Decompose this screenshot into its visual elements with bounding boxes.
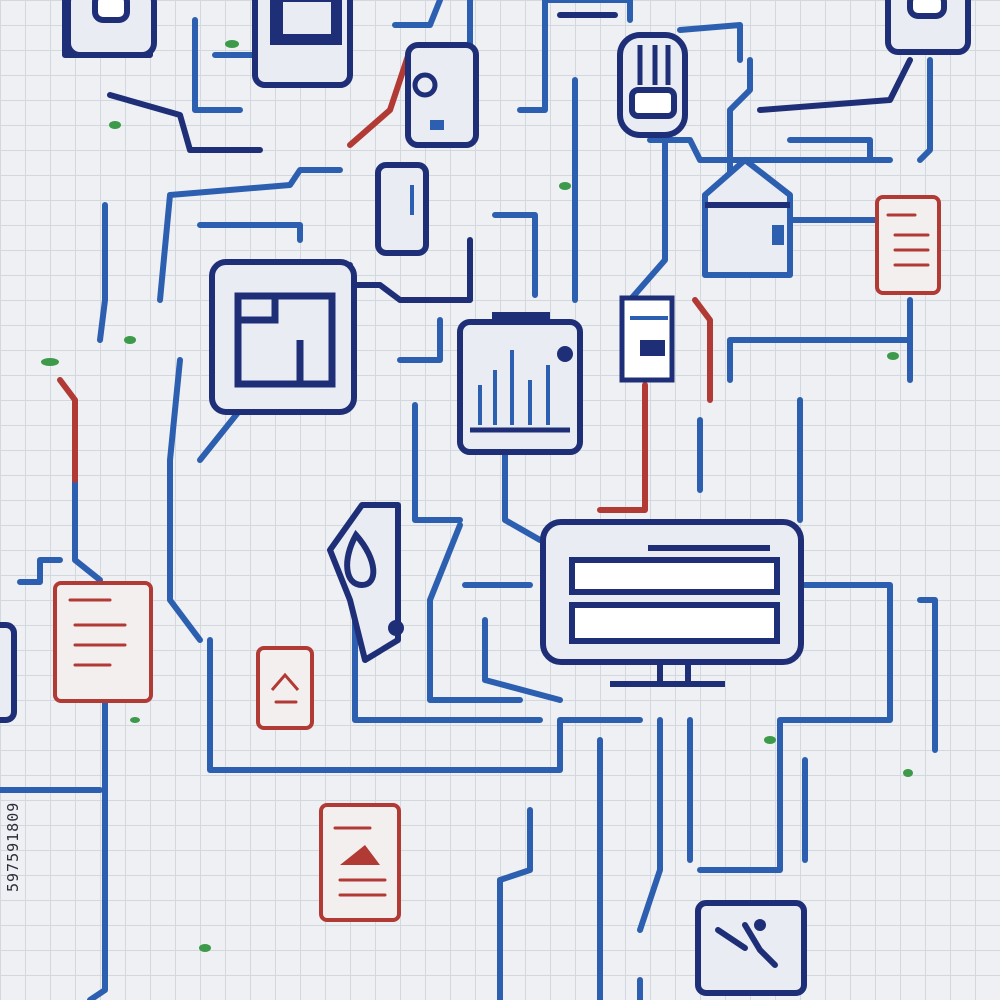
wire [347,47,413,148]
stock-image-id: 597591809 [4,801,22,892]
wire [427,522,523,703]
wire [787,137,873,163]
wire [637,717,663,933]
wire [917,597,938,753]
wire [87,697,108,1000]
wire [692,297,713,403]
wire-network [0,0,938,1000]
document-icon [875,195,941,295]
wire [17,557,63,585]
wire [72,477,103,583]
drop-icon [327,502,404,663]
wire [197,407,243,463]
wire [482,617,563,703]
printer-icon [252,0,353,88]
wire [597,382,648,513]
database-icon [617,32,688,138]
wire [647,137,893,163]
wire [167,357,203,643]
wire [397,317,443,363]
wire [757,57,913,113]
wire [207,637,643,773]
screen-icon [619,295,675,383]
server-icon [65,0,157,58]
wire [192,17,243,113]
wire [392,0,443,28]
wire [157,167,343,303]
document-icon [256,646,314,730]
connector-icon [695,900,807,996]
document-icon [53,581,153,703]
folder-icon [209,259,357,415]
wire [677,22,743,63]
cloud-storage-icon [702,157,793,278]
phone-icon [405,42,479,148]
wire [107,92,263,153]
leaf-accents [41,40,913,952]
wire [492,212,538,298]
bar-chart-icon [457,312,583,455]
wire [97,202,108,343]
document-icon [319,803,401,922]
wire [57,377,78,483]
connector-icon [375,162,429,256]
wire [197,222,303,243]
wire [517,0,633,113]
wire [627,137,668,303]
wire [727,337,913,383]
wire [412,402,463,523]
wire [497,807,533,1000]
monitor-icon [540,519,804,687]
server-icon [885,0,971,55]
wire [502,447,543,543]
wire [917,57,933,163]
wire [697,582,893,873]
device-icon [0,622,17,723]
